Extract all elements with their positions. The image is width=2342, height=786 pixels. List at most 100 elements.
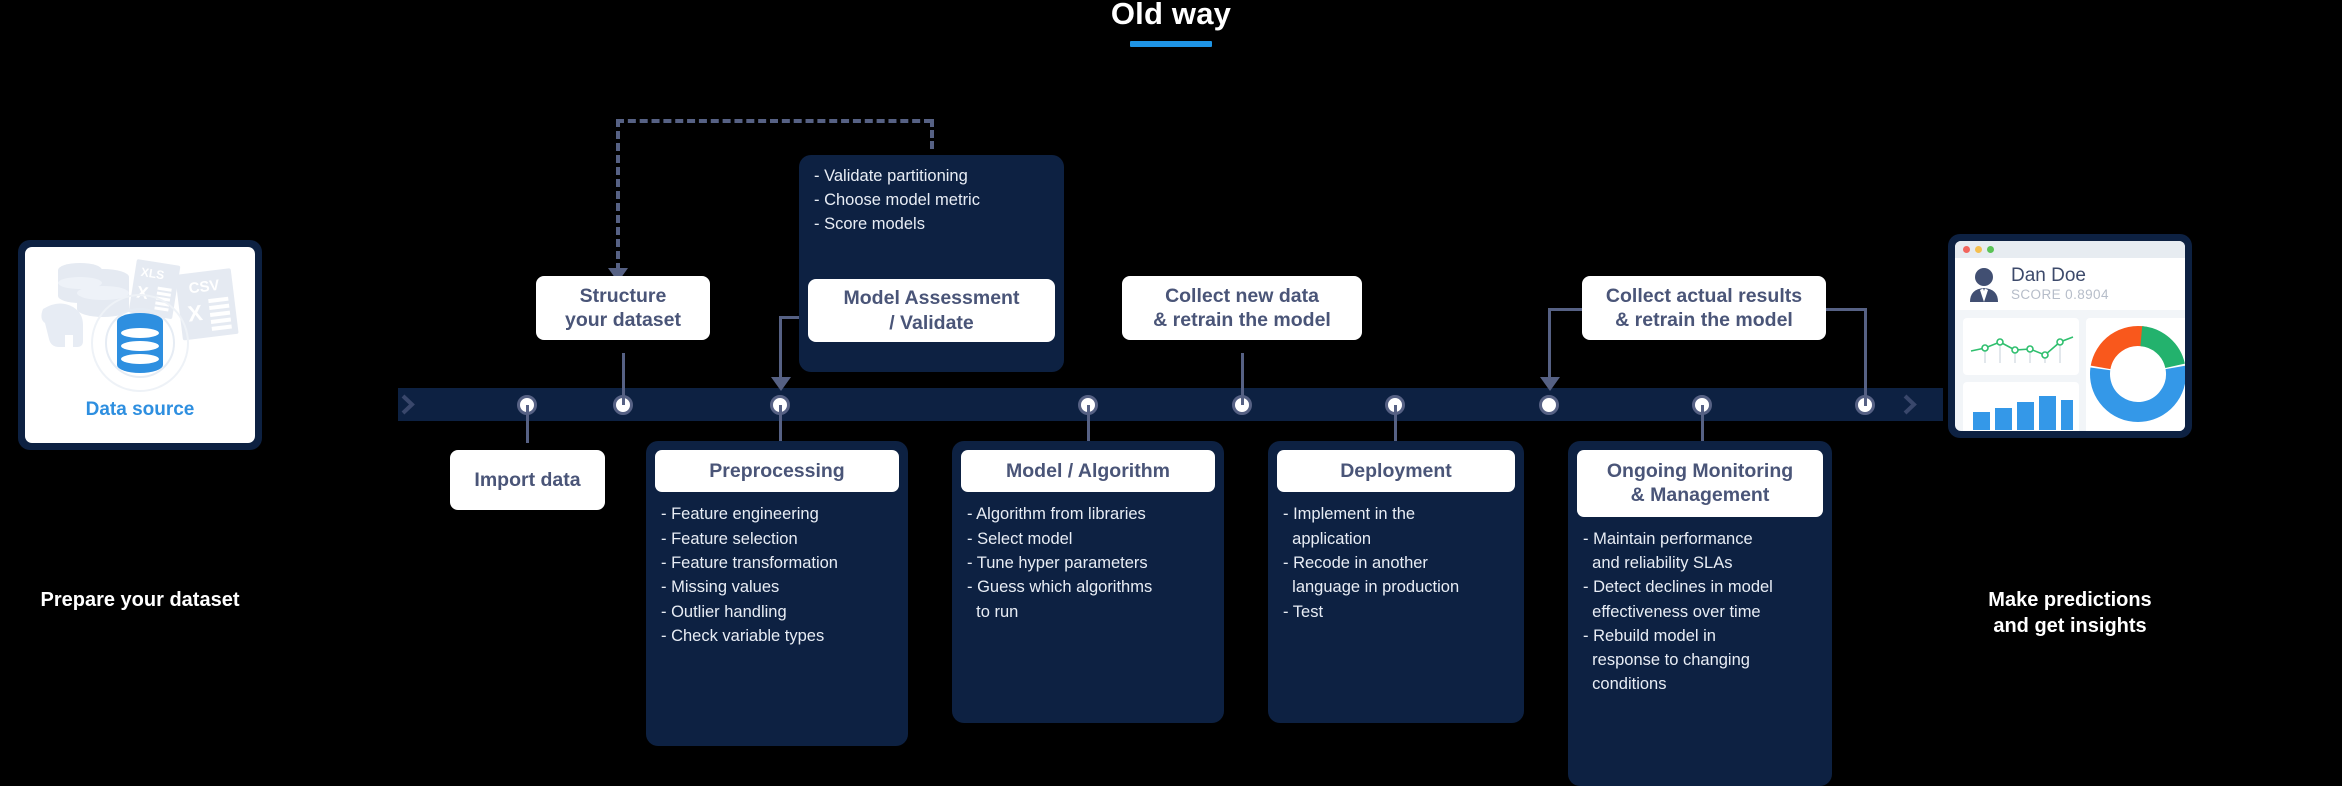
- model-algorithm-bullet-3: - Guess which algorithms: [967, 578, 1153, 597]
- model-algorithm-bullet-4: to run: [967, 602, 1019, 621]
- close-icon[interactable]: [1963, 246, 1970, 253]
- card-ongoing-monitoring[interactable]: Ongoing Monitoring & Management - Mainta…: [1568, 441, 1832, 786]
- connector-assess-to-pre-arrow-icon: [770, 377, 791, 391]
- data-source-label: Data source: [85, 399, 195, 420]
- monitoring-bullet-1: and reliability SLAs: [1583, 554, 1733, 573]
- box-model-algorithm-title[interactable]: Model / Algorithm: [961, 450, 1215, 493]
- monitoring-bullets: - Maintain performance and reliability S…: [1577, 529, 1823, 696]
- line-chart: [1970, 336, 2074, 363]
- assessment-bullet-2: - Score models: [814, 214, 925, 233]
- svg-text:X: X: [186, 300, 204, 327]
- data-source-panel[interactable]: XLS X CSV X: [18, 240, 262, 450]
- connector-preprocessing: [779, 405, 782, 443]
- assessment-bullet-0: - Validate partitioning: [814, 167, 968, 185]
- box-collect-actual-line2: & retrain the model: [1615, 309, 1793, 331]
- assessment-title-line1: Model Assessment: [843, 287, 1020, 310]
- bar-chart-tile[interactable]: [1963, 382, 2079, 431]
- deployment-bullet-1: application: [1283, 529, 1372, 548]
- feedback-dashed-right: [930, 119, 934, 149]
- timeline-chevron-left-icon: [398, 388, 420, 421]
- box-collect-new-line2: & retrain the model: [1153, 309, 1331, 331]
- connector-deployment: [1394, 405, 1397, 443]
- box-collect-new-data[interactable]: Collect new data & retrain the model: [1122, 276, 1362, 340]
- deployment-bullets: - Implement in the application - Recode …: [1277, 504, 1515, 622]
- feedback-dashed-top: [616, 119, 932, 123]
- monitoring-bullet-6: conditions: [1583, 675, 1667, 694]
- assessment-title-line2: / Validate: [889, 311, 974, 334]
- dashboard-user-row: Dan Doe SCORE 0.8904: [1955, 258, 2185, 310]
- model-algorithm-bullet-1: - Select model: [967, 529, 1073, 548]
- timeline-chevron-right-icon: [1900, 388, 1922, 421]
- connector-structure: [622, 353, 625, 405]
- csv-label: CSV: [188, 277, 221, 298]
- loop-right-vert: [1864, 308, 1867, 406]
- preprocessing-bullet-3: - Missing values: [661, 578, 780, 597]
- box-deployment-title[interactable]: Deployment: [1277, 450, 1515, 493]
- assessment-bullets: - Validate partitioning - Choose model m…: [808, 166, 1055, 236]
- monitoring-bullet-3: effectiveness over time: [1583, 602, 1761, 621]
- box-structure-your-dataset[interactable]: Structure your dataset: [536, 276, 710, 340]
- monitoring-title-line1: Ongoing Monitoring: [1606, 460, 1794, 482]
- preprocessing-title: Preprocessing: [709, 460, 845, 482]
- preprocessing-bullet-4: - Outlier handling: [661, 602, 787, 621]
- caption-line1: Make predictions: [1988, 589, 2152, 611]
- box-structure-line1: Structure: [579, 284, 667, 307]
- deployment-bullet-0: - Implement in the: [1283, 505, 1416, 524]
- card-model-algorithm[interactable]: Model / Algorithm - Algorithm from libra…: [952, 441, 1224, 723]
- box-ongoing-monitoring-title[interactable]: Ongoing Monitoring & Management: [1577, 450, 1823, 517]
- dashboard-left-column: [1963, 318, 2079, 431]
- timeline-dot-monitoring-in: [1539, 395, 1559, 415]
- dashboard-score: SCORE 0.8904: [2011, 287, 2109, 303]
- feedback-dashed-left: [616, 119, 620, 271]
- card-deployment[interactable]: Deployment - Implement in the applicatio…: [1268, 441, 1524, 723]
- donut-chart: [2090, 326, 2185, 422]
- page-title: Old way: [1110, 0, 1232, 31]
- data-source-artwork: XLS X CSV X: [41, 259, 239, 392]
- model-algorithm-bullet-0: - Algorithm from libraries: [967, 505, 1146, 524]
- loop-left-top: [1548, 308, 1610, 311]
- deployment-title: Deployment: [1340, 460, 1452, 482]
- box-collect-new-line1: Collect new data: [1165, 284, 1319, 307]
- minimize-icon[interactable]: [1975, 246, 1982, 253]
- box-model-assessment-validate[interactable]: Model Assessment / Validate: [808, 279, 1055, 342]
- loop-left-vert: [1548, 308, 1551, 380]
- card-preprocessing[interactable]: Preprocessing - Feature engineering - Fe…: [646, 441, 908, 746]
- title-underline: [1130, 41, 1212, 47]
- preprocessing-bullet-2: - Feature transformation: [661, 553, 838, 572]
- svg-text:X: X: [135, 282, 150, 303]
- make-predictions-caption: Make predictions and get insights: [1948, 588, 2192, 639]
- donut-chart-tile[interactable]: [2086, 318, 2185, 431]
- assessment-bullet-1: - Choose model metric: [814, 190, 980, 209]
- dashboard-titlebar: [1955, 241, 2185, 258]
- monitoring-bullet-2: - Detect declines in model: [1583, 578, 1773, 597]
- box-import-data-label: Import data: [474, 468, 581, 491]
- dashboard-user-name: Dan Doe: [2011, 264, 2086, 286]
- loop-right-top: [1790, 308, 1866, 311]
- box-import-data[interactable]: Import data: [450, 450, 605, 510]
- predictions-dashboard-panel[interactable]: Dan Doe SCORE 0.8904: [1948, 234, 2192, 438]
- connector-monitoring: [1701, 405, 1704, 443]
- box-preprocessing-title[interactable]: Preprocessing: [655, 450, 899, 493]
- model-algorithm-bullets: - Algorithm from libraries - Select mode…: [961, 504, 1215, 622]
- model-algorithm-title: Model / Algorithm: [1006, 460, 1170, 482]
- maximize-icon[interactable]: [1987, 246, 1994, 253]
- model-algorithm-bullet-2: - Tune hyper parameters: [967, 553, 1148, 572]
- monitoring-bullet-0: - Maintain performance: [1583, 529, 1753, 548]
- box-structure-line2: your dataset: [565, 309, 681, 331]
- timeline-bar: [398, 388, 1943, 421]
- preprocessing-bullet-0: - Feature engineering: [661, 505, 819, 524]
- box-collect-actual-results[interactable]: Collect actual results & retrain the mod…: [1582, 276, 1826, 340]
- xls-label: XLS: [140, 265, 165, 282]
- preprocessing-bullets: - Feature engineering - Feature selectio…: [655, 504, 899, 647]
- caption-line2: and get insights: [1993, 614, 2147, 637]
- deployment-bullet-3: language in production: [1283, 578, 1460, 597]
- bar-chart: [1973, 396, 2073, 430]
- data-source-inner: XLS X CSV X: [25, 247, 255, 443]
- connector-assess-to-pre-v: [779, 316, 782, 380]
- monitoring-bullet-4: - Rebuild model in: [1583, 626, 1716, 645]
- avatar: [1970, 268, 1998, 302]
- dashboard-window: Dan Doe SCORE 0.8904: [1955, 241, 2185, 431]
- line-chart-tile[interactable]: [1963, 318, 2079, 375]
- preprocessing-bullet-5: - Check variable types: [661, 626, 825, 645]
